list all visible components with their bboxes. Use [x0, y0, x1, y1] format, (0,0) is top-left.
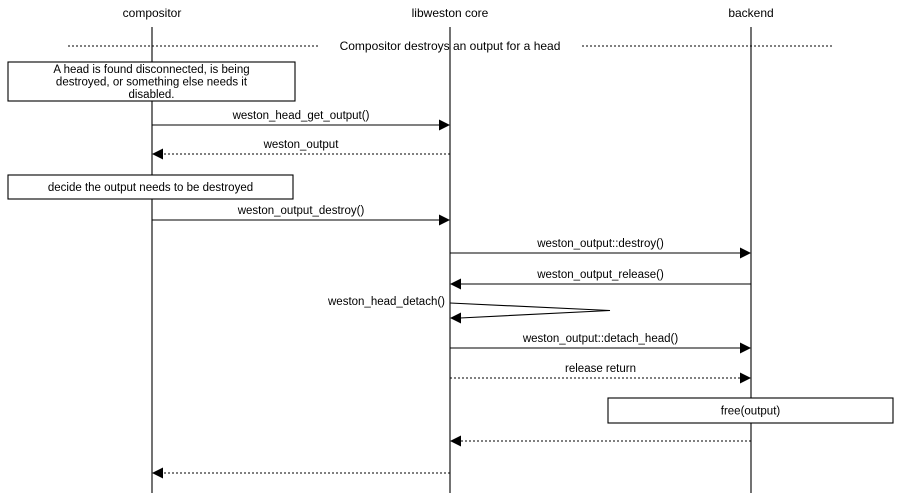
note-box-note-head-disconnected [7, 61, 296, 102]
message-arrowhead-msg-weston-output-return [152, 148, 163, 160]
message-msg-weston-output-detach-head: weston_output::detach_head() [450, 333, 751, 354]
message-arrowhead-msg-weston-output-destroy-backend [740, 247, 751, 259]
notes-group: A head is found disconnected, is beingde… [7, 61, 894, 424]
message-label-msg-weston-output-destroy: weston_output_destroy() [237, 205, 365, 217]
actor-label-backend: backend [728, 6, 773, 20]
note-line-note-decide-destroy-0: decide the output needs to be destroyed [48, 182, 253, 194]
message-arrowhead-msg-weston-output-release [450, 278, 461, 290]
message-arrowhead-msg-return-backend-to-core [450, 435, 461, 447]
self-message-msg-weston-head-detach: weston_head_detach() [327, 296, 611, 324]
divider-group: Compositor destroys an output for a head [68, 39, 832, 53]
message-msg-weston-output-return: weston_output [152, 139, 450, 160]
message-arrowhead-msg-weston-head-get-output [439, 119, 450, 131]
message-msg-weston-output-destroy: weston_output_destroy() [152, 205, 450, 226]
message-arrowhead-msg-weston-output-destroy [439, 214, 450, 226]
note-note-head-disconnected: A head is found disconnected, is beingde… [7, 61, 296, 102]
message-msg-weston-output-release: weston_output_release() [450, 269, 751, 290]
message-msg-weston-head-get-output: weston_head_get_output() [152, 110, 450, 131]
message-msg-return-core-to-compositor [152, 467, 450, 479]
note-line-note-head-disconnected-0: A head is found disconnected, is being [53, 64, 249, 76]
self-message-loop-msg-weston-head-detach [449, 302, 611, 319]
note-line-note-free-output-0: free(output) [721, 405, 781, 417]
note-box-note-free-output [607, 397, 894, 424]
note-line-note-head-disconnected-2: disabled. [128, 89, 174, 101]
actor-labels-group: compositor libweston core backend [123, 6, 774, 20]
self-messages-group: weston_head_detach() [327, 296, 611, 324]
message-msg-return-backend-to-core [450, 435, 751, 447]
self-message-arrowhead-msg-weston-head-detach [450, 312, 461, 324]
message-arrowhead-msg-weston-output-detach-head [740, 342, 751, 354]
message-msg-release-return: release return [450, 363, 751, 384]
actor-label-libweston-core: libweston core [412, 6, 489, 20]
note-box-note-decide-destroy [7, 174, 294, 200]
message-label-msg-weston-output-return: weston_output [263, 139, 340, 151]
message-arrowhead-msg-return-core-to-compositor [152, 467, 163, 479]
messages-group: weston_head_get_output() weston_outputwes… [152, 110, 751, 479]
message-label-msg-weston-head-get-output: weston_head_get_output() [232, 110, 370, 122]
note-note-free-output: free(output) [607, 397, 894, 424]
message-arrowhead-msg-release-return [740, 372, 751, 384]
message-label-msg-release-return: release return [565, 363, 636, 375]
self-message-label-msg-weston-head-detach: weston_head_detach() [327, 296, 445, 308]
actor-label-compositor: compositor [123, 6, 182, 20]
message-msg-weston-output-destroy-backend: weston_output::destroy() [450, 238, 751, 259]
message-label-msg-weston-output-detach-head: weston_output::detach_head() [522, 333, 679, 345]
message-label-msg-weston-output-release: weston_output_release() [536, 269, 664, 281]
note-line-note-head-disconnected-1: destroyed, or something else needs it [56, 76, 248, 88]
message-label-msg-weston-output-destroy-backend: weston_output::destroy() [536, 238, 664, 250]
note-note-decide-destroy: decide the output needs to be destroyed [7, 174, 294, 200]
divider-label: Compositor destroys an output for a head [340, 39, 561, 53]
